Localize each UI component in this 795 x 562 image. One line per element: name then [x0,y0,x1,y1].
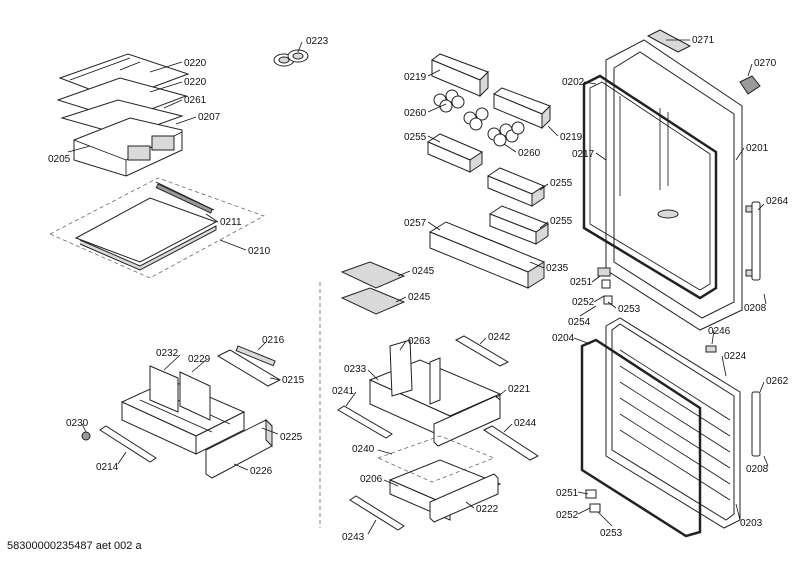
label-0270: 0270 [754,58,777,69]
label-0271: 0271 [692,35,715,46]
rail-241 [337,405,393,439]
label-0255-a: 0255 [404,132,427,143]
egg-tray-a [433,89,489,131]
drawer-front-left [205,418,273,479]
control-module [739,75,761,95]
label-0253-a: 0253 [618,304,641,315]
label-0263: 0263 [408,336,431,347]
label-0255-b: 0255 [550,178,573,189]
egg-insert-2 [340,287,406,315]
label-0219-a: 0219 [404,72,427,83]
label-0251-a: 0251 [570,277,593,288]
label-0255-c: 0255 [550,216,573,227]
egg-tray-b [487,121,525,147]
logo-plate [646,29,692,53]
butter-box-2 [493,87,551,130]
label-0205: 0205 [48,154,71,165]
label-0261: 0261 [184,95,207,106]
label-0264: 0264 [766,196,789,207]
label-0220-a: 0220 [184,58,207,69]
label-0222: 0222 [476,504,499,515]
butter-box [431,53,489,98]
foot-230 [81,431,91,441]
leader-lines [67,39,769,535]
label-0229: 0229 [188,354,211,365]
label-0225: 0225 [280,432,303,443]
label-0232: 0232 [156,348,179,359]
label-0215: 0215 [282,375,305,386]
label-0224: 0224 [724,351,747,362]
label-0253-b: 0253 [600,528,623,539]
label-0251-b: 0251 [556,488,579,499]
label-0243: 0243 [342,532,365,543]
label-0206: 0206 [360,474,383,485]
label-0257: 0257 [404,218,427,229]
label-0252-a: 0252 [572,297,595,308]
door-bin-2 [486,167,546,207]
door-handle-lower [751,391,761,457]
egg-insert-1 [340,261,406,289]
document-code: 58300000235487 aet 002 a [7,540,142,552]
label-0211: 0211 [220,217,242,228]
label-0262: 0262 [766,376,789,387]
freezer-drawer-lower [388,459,502,523]
label-0208-a: 0208 [744,303,767,314]
label-0242: 0242 [488,332,511,343]
label-0226: 0226 [250,466,273,477]
label-0217: 0217 [572,149,595,160]
label-0220-b: 0220 [184,77,207,88]
label-0223: 0223 [306,36,329,47]
label-0207: 0207 [198,112,221,123]
label-0202: 0202 [562,77,585,88]
upper-door-gasket [582,74,718,300]
part-labels: 0220 0220 0261 0207 0205 0223 0211 0210 … [48,35,789,543]
rail-216 [235,345,276,367]
label-0216: 0216 [262,335,285,346]
label-0252-b: 0252 [556,510,579,521]
label-0210: 0210 [248,246,271,257]
lower-door [605,317,741,529]
label-0244: 0244 [514,418,537,429]
rail-214 [99,425,157,463]
label-0230: 0230 [66,418,89,429]
label-0201: 0201 [746,143,769,154]
drawer-front-upper [433,395,501,447]
rail-244 [482,425,540,461]
label-0254: 0254 [568,317,591,328]
door-bin-3 [488,205,550,245]
shelf-frame [49,177,265,279]
label-0245-a: 0245 [412,266,435,277]
label-0219-b: 0219 [560,132,583,143]
label-0233: 0233 [344,364,367,375]
label-0246: 0246 [708,326,731,337]
freezer-basket-left [120,365,246,455]
crisper-drawer [73,117,183,177]
egg-tray-small [273,49,309,67]
upper-door [605,39,743,331]
divider-240 [377,435,495,483]
rail-242 [454,335,510,367]
label-0245-b: 0245 [408,292,431,303]
door-handle-upper [745,201,761,281]
label-0241: 0241 [332,386,355,397]
door-bin-large [428,221,546,289]
label-0235: 0235 [546,263,569,274]
label-0204: 0204 [552,333,575,344]
label-0260-b: 0260 [518,148,541,159]
hinge-upper [597,267,613,305]
label-0260-a: 0260 [404,108,427,119]
label-0208-b: 0208 [746,464,769,475]
label-0214: 0214 [96,462,119,473]
lower-door-gasket [580,338,702,538]
rail-243 [349,495,405,531]
label-0203: 0203 [740,518,763,529]
door-bin-1 [426,133,484,173]
label-0240: 0240 [352,444,375,455]
label-0221: 0221 [508,384,531,395]
